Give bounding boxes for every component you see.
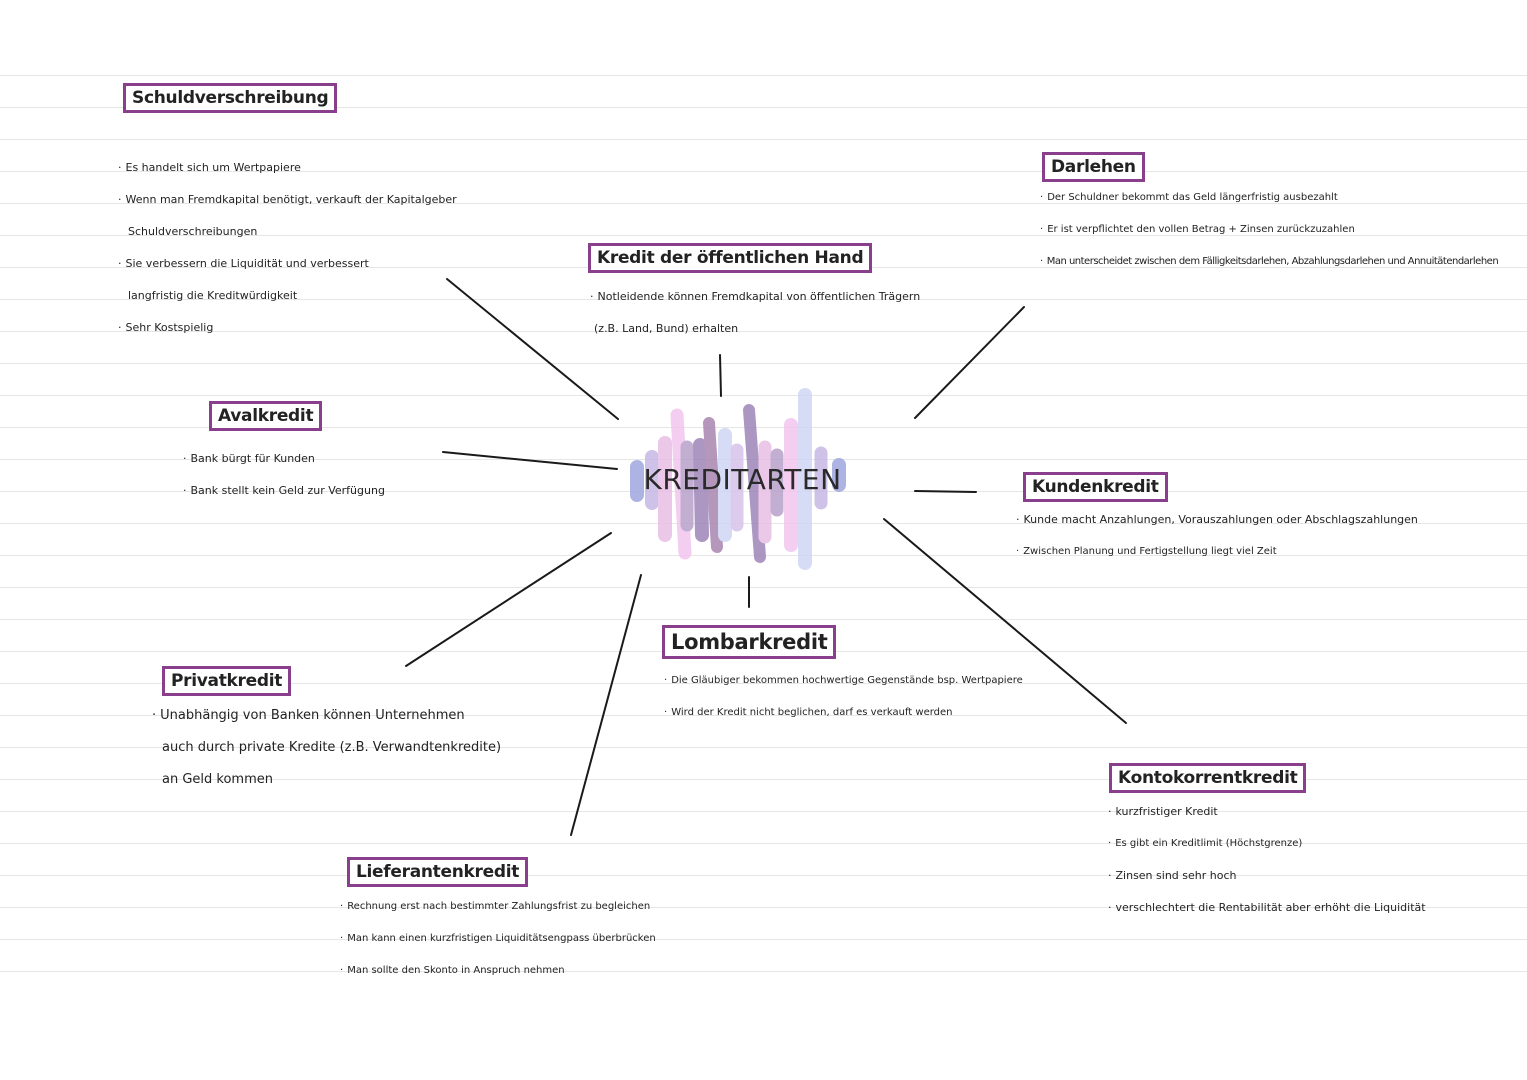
kundenkredit-bullets: Kunde macht Anzahlungen, Vorauszahlungen… [1016,504,1418,568]
connector-privatkredit [405,532,612,667]
darlehen-title: Darlehen [1042,152,1145,182]
kundenkredit-title: Kundenkredit [1023,472,1168,502]
lieferantenkredit-title: Lieferantenkredit [347,857,529,887]
bullet-continuation: auch durch private Kredite (z.B. Verwand… [162,740,502,755]
bullet: Sehr Kostspielig [118,312,457,344]
page-top-margin [0,0,1527,60]
bullet: Er ist verpflichtet den vollen Betrag + … [1040,214,1498,246]
bullet: Sie verbessern die Liquidität und verbes… [118,248,457,280]
privatkredit-bullets: Unabhängig von Banken können Unternehmen… [152,700,501,796]
avalkredit-bullets: Bank bürgt für Kunden Bank stellt kein G… [183,443,385,507]
schuldverschreibung-title: Schuldverschreibung [123,83,338,113]
schuldverschreibung-bullets: Es handelt sich um Wertpapiere Wenn man … [118,152,457,344]
oeffentliche-hand-bullets: Notleidende können Fremdkapital von öffe… [590,281,920,345]
bullet-continuation: langfristig die Kreditwürdigkeit [128,289,298,302]
connector-schuldverschreibung [446,278,619,420]
bullet: Man unterscheidet zwischen dem Fälligkei… [1040,246,1499,278]
bullet: Wird der Kredit nicht beglichen, darf es… [664,697,1023,729]
lombardkredit-title: Lombarkredit [662,625,837,659]
bullet-continuation: an Geld kommen [162,772,273,787]
bullet: Die Gläubiger bekommen hochwertige Gegen… [664,665,1023,697]
bullet: Zinsen sind sehr hoch [1108,860,1426,892]
privatkredit-title: Privatkredit [162,666,292,696]
page-bottom-margin [0,992,1527,1080]
bullet-continuation: (z.B. Land, Bund) erhalten [594,322,739,335]
bullet: Bank bürgt für Kunden [183,443,385,475]
connector-darlehen [914,306,1025,419]
center-stripe-decoration [630,388,846,570]
connector-oeffentliche-hand [719,354,722,397]
oeffentliche-hand-title: Kredit der öffentlichen Hand [588,243,873,273]
bullet: Es handelt sich um Wertpapiere [118,152,457,184]
bullet: Man sollte den Skonto in Anspruch nehmen [340,955,656,987]
bullet: Bank stellt kein Geld zur Verfügung [183,475,385,507]
darlehen-bullets: Der Schuldner bekommt das Geld längerfri… [1040,182,1499,278]
bullet: kurzfristiger Kredit [1108,796,1426,828]
lieferantenkredit-bullets: Rechnung erst nach bestimmter Zahlungsfr… [340,891,656,987]
bullet: Rechnung erst nach bestimmter Zahlungsfr… [340,891,656,923]
kontokorrentkredit-title: Kontokorrentkredit [1109,763,1307,793]
center-title: KREDITARTEN [643,463,842,496]
connector-lieferantenkredit [570,574,642,836]
connector-kundenkredit [914,490,977,493]
connector-avalkredit [442,451,618,470]
bullet: Wenn man Fremdkapital benötigt, verkauft… [118,184,457,216]
lombardkredit-bullets: Die Gläubiger bekommen hochwertige Gegen… [664,665,1023,729]
bullet: verschlechtert die Rentabilität aber erh… [1108,892,1426,924]
bullet: Man kann einen kurzfristigen Liquiditäts… [340,923,656,955]
bullet: Zwischen Planung und Fertigstellung lieg… [1016,536,1418,568]
bullet: Kunde macht Anzahlungen, Vorauszahlungen… [1016,504,1418,536]
bullet: Es gibt ein Kreditlimit (Höchstgrenze) [1108,828,1426,860]
bullet: Der Schuldner bekommt das Geld längerfri… [1040,182,1498,214]
bullet-continuation: Schuldverschreibungen [128,225,258,238]
bullet: Notleidende können Fremdkapital von öffe… [590,281,921,313]
avalkredit-title: Avalkredit [209,401,323,431]
bullet: Unabhängig von Banken können Unternehmen [152,700,501,732]
connector-kontokorrentkredit [883,518,1127,724]
kontokorrentkredit-bullets: kurzfristiger Kredit Es gibt ein Kreditl… [1108,796,1426,924]
center-node: KREDITARTEN [625,385,860,570]
